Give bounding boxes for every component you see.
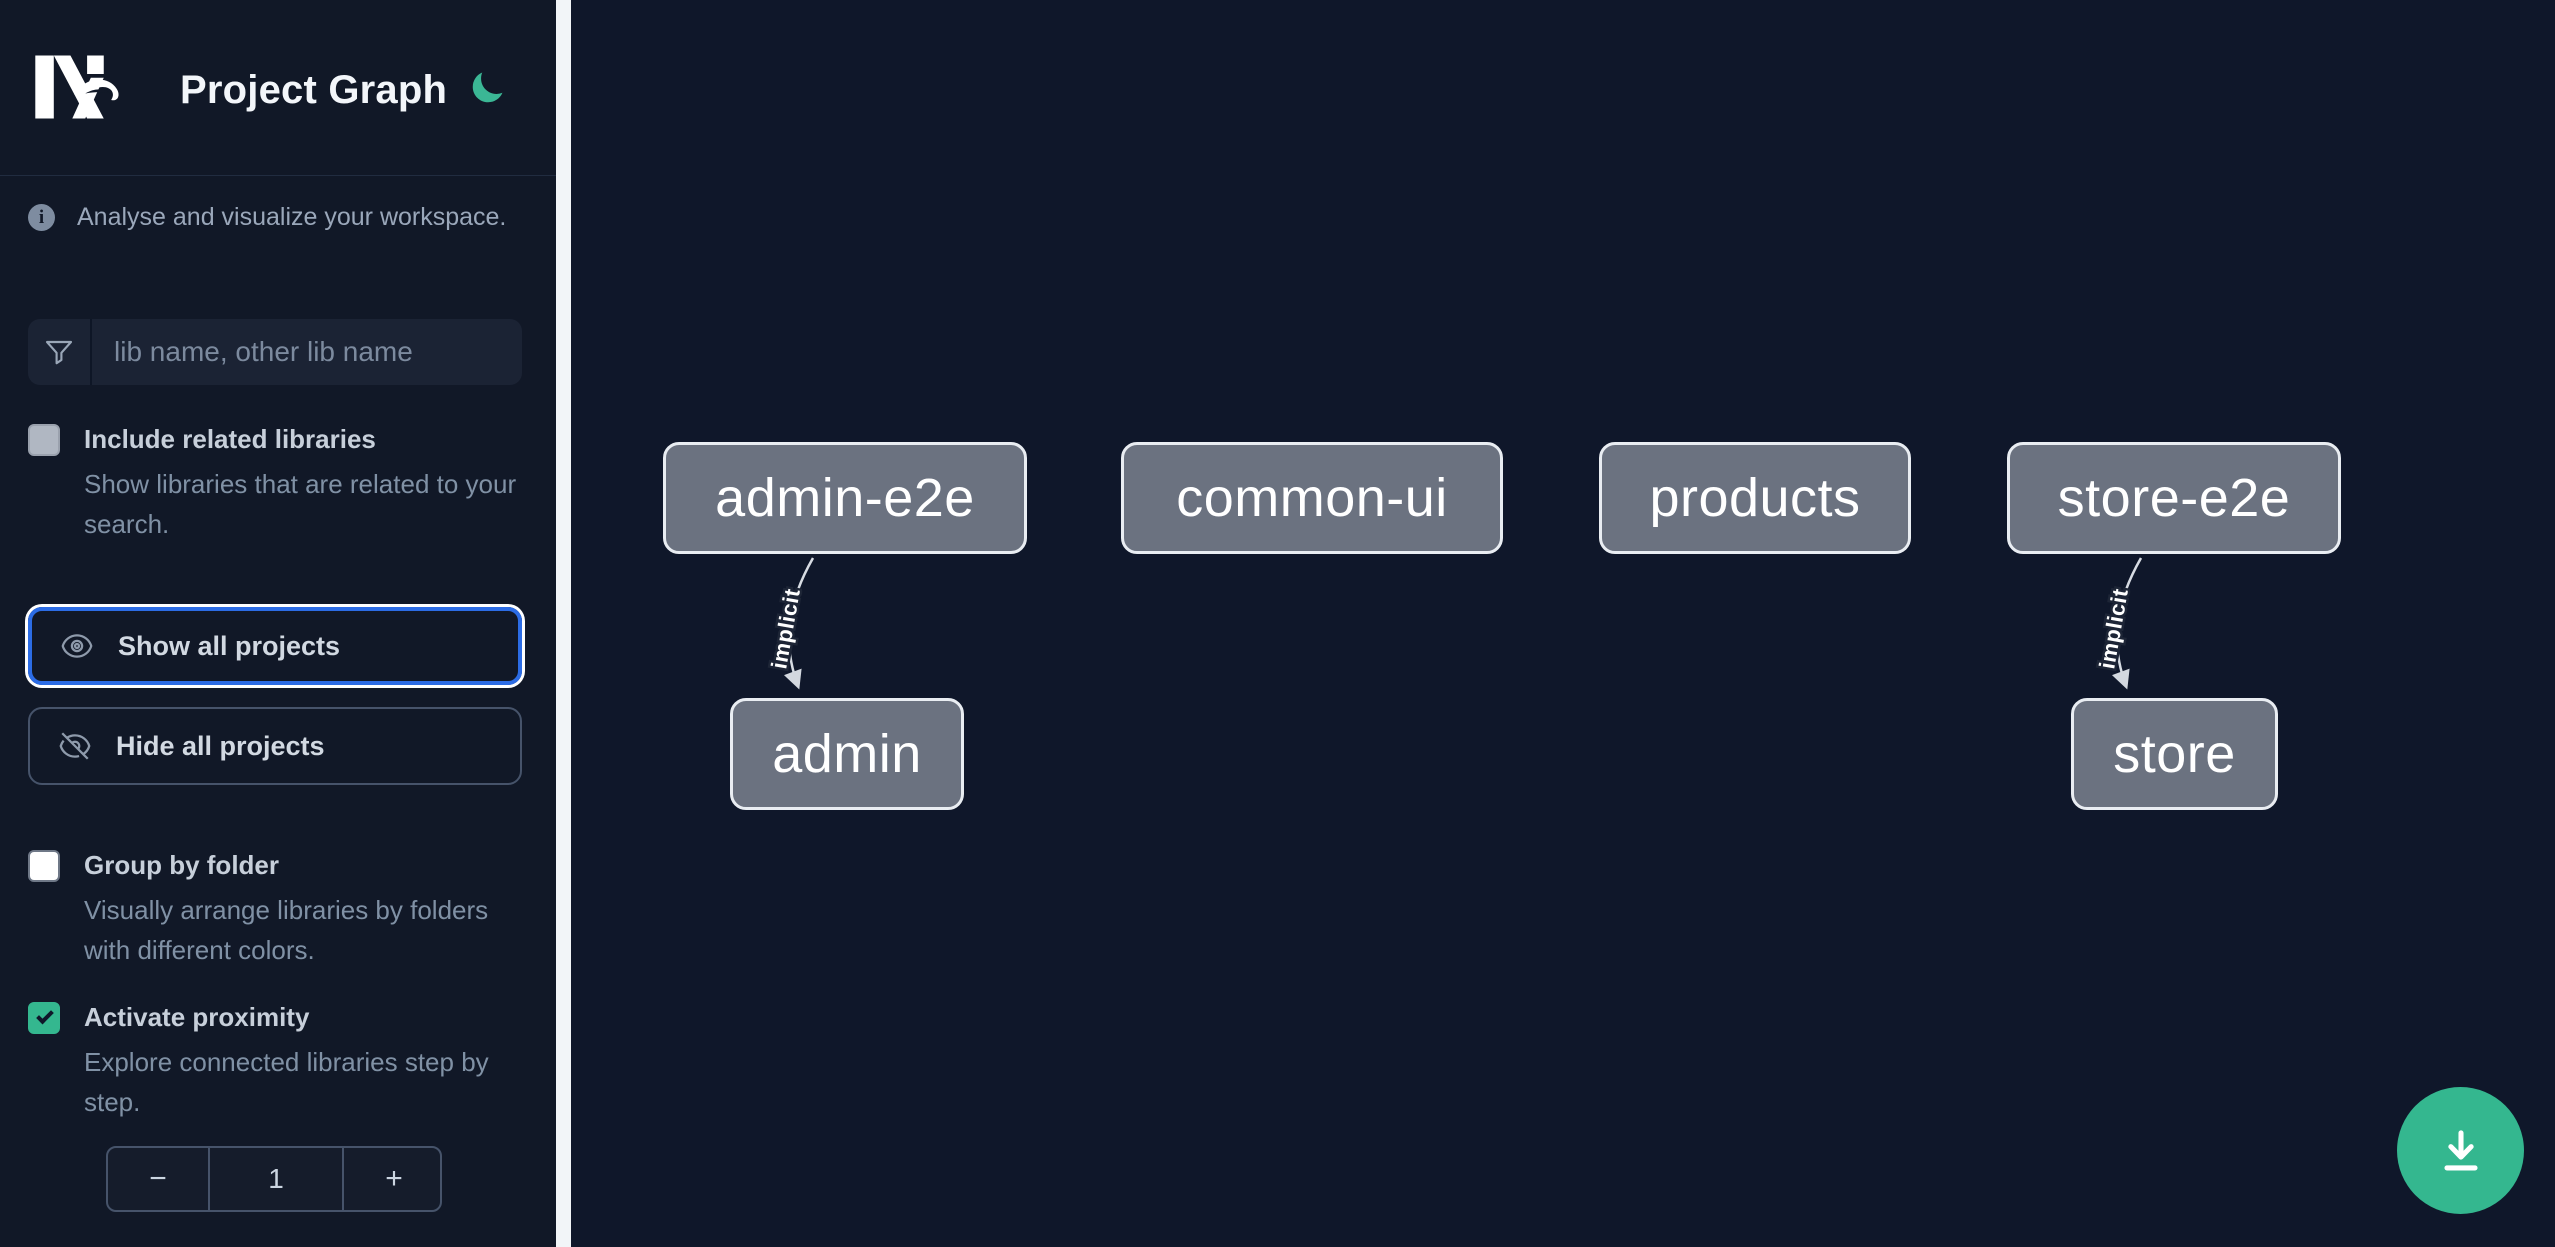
node-admin-e2e[interactable]: admin-e2e	[663, 442, 1027, 554]
toggle-description: Show libraries that are related to your …	[84, 469, 517, 539]
toggle-label: Group by folder	[84, 850, 279, 880]
download-icon	[2443, 1129, 2478, 1170]
eye-slash-icon	[59, 732, 91, 760]
button-label: Hide all projects	[116, 730, 325, 761]
funnel-icon	[28, 319, 92, 385]
hide-all-projects-button[interactable]: Hide all projects	[28, 707, 522, 785]
node-common-ui[interactable]: common-ui	[1121, 442, 1503, 554]
toggle-description: Visually arrange libraries by folders wi…	[84, 895, 489, 965]
info-icon: i	[28, 204, 55, 231]
moon-icon	[472, 72, 503, 102]
sidebar-header: Project Graph	[0, 0, 556, 176]
toggle-activate-proximity: Activate proximity Explore connected lib…	[28, 1000, 520, 1122]
graph-edges: implicit implicit	[764, 557, 2143, 690]
button-label: Show all projects	[118, 630, 341, 661]
node-admin[interactable]: admin	[730, 698, 964, 810]
node-products[interactable]: products	[1599, 442, 1911, 554]
include-related-checkbox[interactable]	[28, 424, 60, 456]
toggle-group-by-folder: Group by folder Visually arrange librari…	[28, 848, 520, 970]
show-all-projects-button[interactable]: Show all projects	[28, 607, 522, 685]
edge-store-e2e-store	[2112, 557, 2143, 690]
proximity-stepper: − 1 +	[106, 1146, 442, 1212]
library-filter	[28, 319, 522, 385]
filter-input[interactable]	[92, 319, 522, 385]
eye-icon	[61, 634, 93, 658]
page-title: Project Graph	[180, 68, 448, 112]
project-graph-canvas[interactable]: implicit implicit admin-e2e common-ui pr…	[571, 0, 2555, 1247]
proximity-value[interactable]: 1	[208, 1148, 344, 1210]
activate-proximity-checkbox[interactable]	[28, 1002, 60, 1034]
check-icon	[36, 1006, 54, 1025]
nx-logo	[35, 55, 119, 119]
toggle-description: Explore connected libraries step by step…	[84, 1047, 489, 1117]
proximity-decrement-button[interactable]: −	[108, 1148, 208, 1210]
group-by-folder-checkbox[interactable]	[28, 850, 60, 882]
edge-label: implicit	[766, 586, 805, 670]
edge-label: implicit	[2094, 586, 2133, 670]
toggle-include-related: Include related libraries Show libraries…	[28, 422, 520, 544]
node-store-e2e[interactable]: store-e2e	[2007, 442, 2341, 554]
toggle-label: Activate proximity	[84, 1002, 310, 1032]
theme-toggle-button[interactable]	[466, 68, 508, 110]
download-graph-button[interactable]	[2397, 1087, 2524, 1214]
proximity-increment-button[interactable]: +	[344, 1148, 444, 1210]
edge-admin-e2e-admin	[784, 557, 815, 690]
info-text: Analyse and visualize your workspace.	[77, 203, 507, 231]
panel-divider	[556, 0, 571, 1247]
node-store[interactable]: store	[2071, 698, 2278, 810]
sidebar: Project Graph i Analyse and visualize yo…	[0, 0, 556, 1247]
workspace-info: i Analyse and visualize your workspace.	[28, 203, 506, 232]
toggle-label: Include related libraries	[84, 424, 376, 454]
